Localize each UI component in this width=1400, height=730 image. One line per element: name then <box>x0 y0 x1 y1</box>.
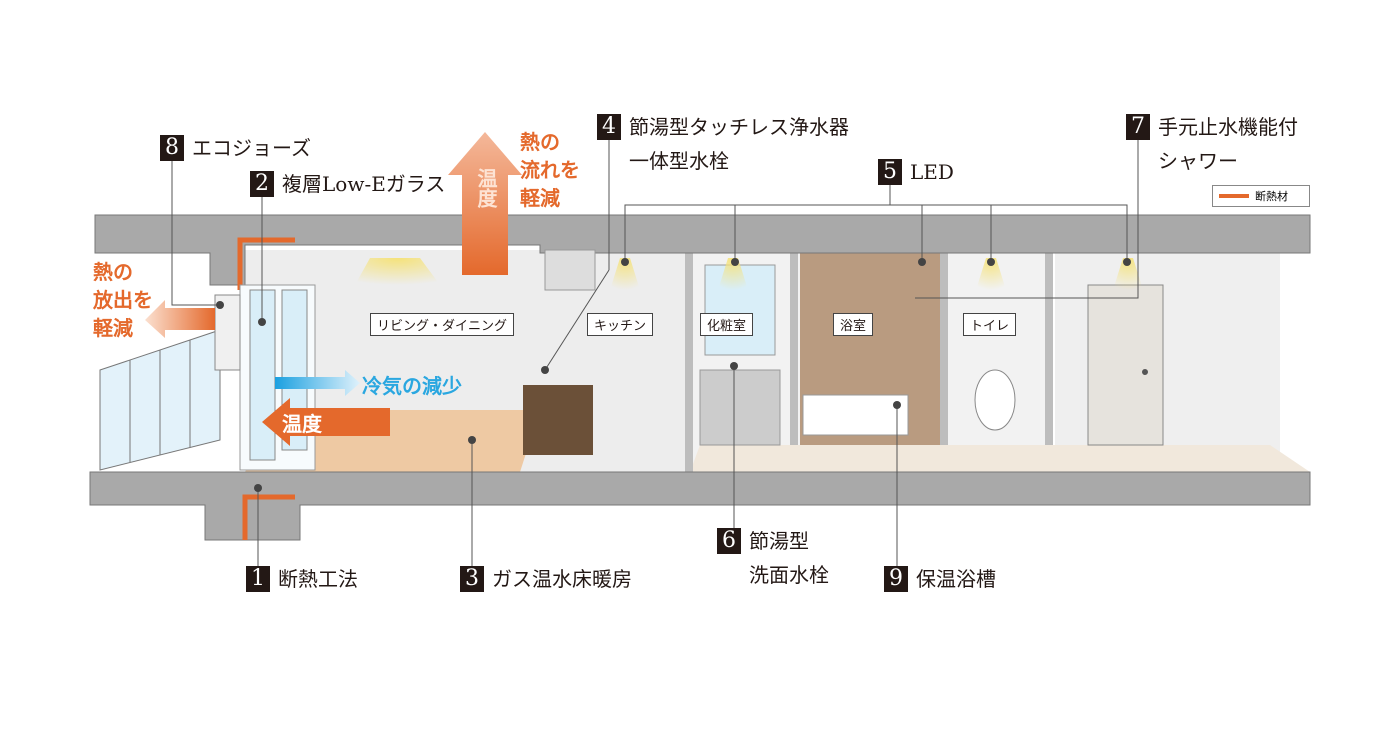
badge: 8 <box>160 135 184 161</box>
callout-5-led: 5 LED <box>878 155 954 189</box>
badge: 7 <box>1126 114 1150 140</box>
badge: 5 <box>878 159 902 185</box>
callout-label: LED <box>910 160 954 184</box>
temp-up-label: 温度 <box>474 168 498 208</box>
callout-label: エコジョーズ <box>192 136 311 160</box>
heat-release-arrow <box>145 300 215 338</box>
room-label-toilet: トイレ <box>963 313 1017 336</box>
legend-label: 断熱材 <box>1255 190 1288 203</box>
heat-flow-text: 熱の流れを軽減 <box>520 130 580 210</box>
room-label-powder-room: 化粧室 <box>700 313 754 336</box>
callout-label: 一体型水栓 <box>629 149 729 173</box>
legend-insulation: 断熱材 <box>1212 185 1310 207</box>
callout-label: 複層Low-Eガラス <box>282 172 446 196</box>
cold-air-reduction-label: 冷気の減少 <box>362 374 462 398</box>
insulation-swatch <box>1219 194 1249 198</box>
callout-6-washbasin-faucet: 6 節湯型洗面水栓 <box>717 524 829 592</box>
callout-8-ecojozu: 8 エコジョーズ <box>160 131 311 165</box>
temp-left-label: 温度 <box>282 412 322 436</box>
heat-up-arrow <box>448 132 522 275</box>
badge: 6 <box>717 528 741 554</box>
callout-label: 保温浴槽 <box>916 567 996 591</box>
callout-2-low-e-glass: 2 複層Low-Eガラス <box>250 167 445 201</box>
temperature-arrow <box>262 398 390 446</box>
callout-label: 断熱工法 <box>278 567 358 591</box>
callout-3-floor-heating: 3 ガス温水床暖房 <box>460 562 632 596</box>
room-label-living-dining: リビング・ダイニング <box>370 313 515 336</box>
callout-1-insulation: 1 断熱工法 <box>246 562 358 596</box>
callout-label: 節湯型タッチレス浄水器 <box>629 115 849 139</box>
cold-air-arrow <box>275 370 360 396</box>
heat-release-text: 熱の放出を軽減 <box>93 260 153 340</box>
callout-4-faucet: 4 節湯型タッチレス浄水器一体型水栓 <box>597 110 849 178</box>
badge: 9 <box>884 566 908 592</box>
room-label-kitchen: キッチン <box>587 313 654 336</box>
callout-label: ガス温水床暖房 <box>492 567 632 591</box>
badge: 2 <box>250 171 274 197</box>
badge: 4 <box>597 114 621 140</box>
callout-label: 手元止水機能付 <box>1158 115 1298 139</box>
badge: 1 <box>246 566 270 592</box>
badge: 3 <box>460 566 484 592</box>
callout-label: シャワー <box>1158 149 1238 173</box>
callout-9-bathtub: 9 保温浴槽 <box>884 562 996 596</box>
callout-7-shower: 7 手元止水機能付シャワー <box>1126 110 1298 178</box>
callout-label: 洗面水栓 <box>749 563 829 587</box>
callout-label: 節湯型 <box>749 529 809 553</box>
room-label-bathroom: 浴室 <box>833 313 874 336</box>
